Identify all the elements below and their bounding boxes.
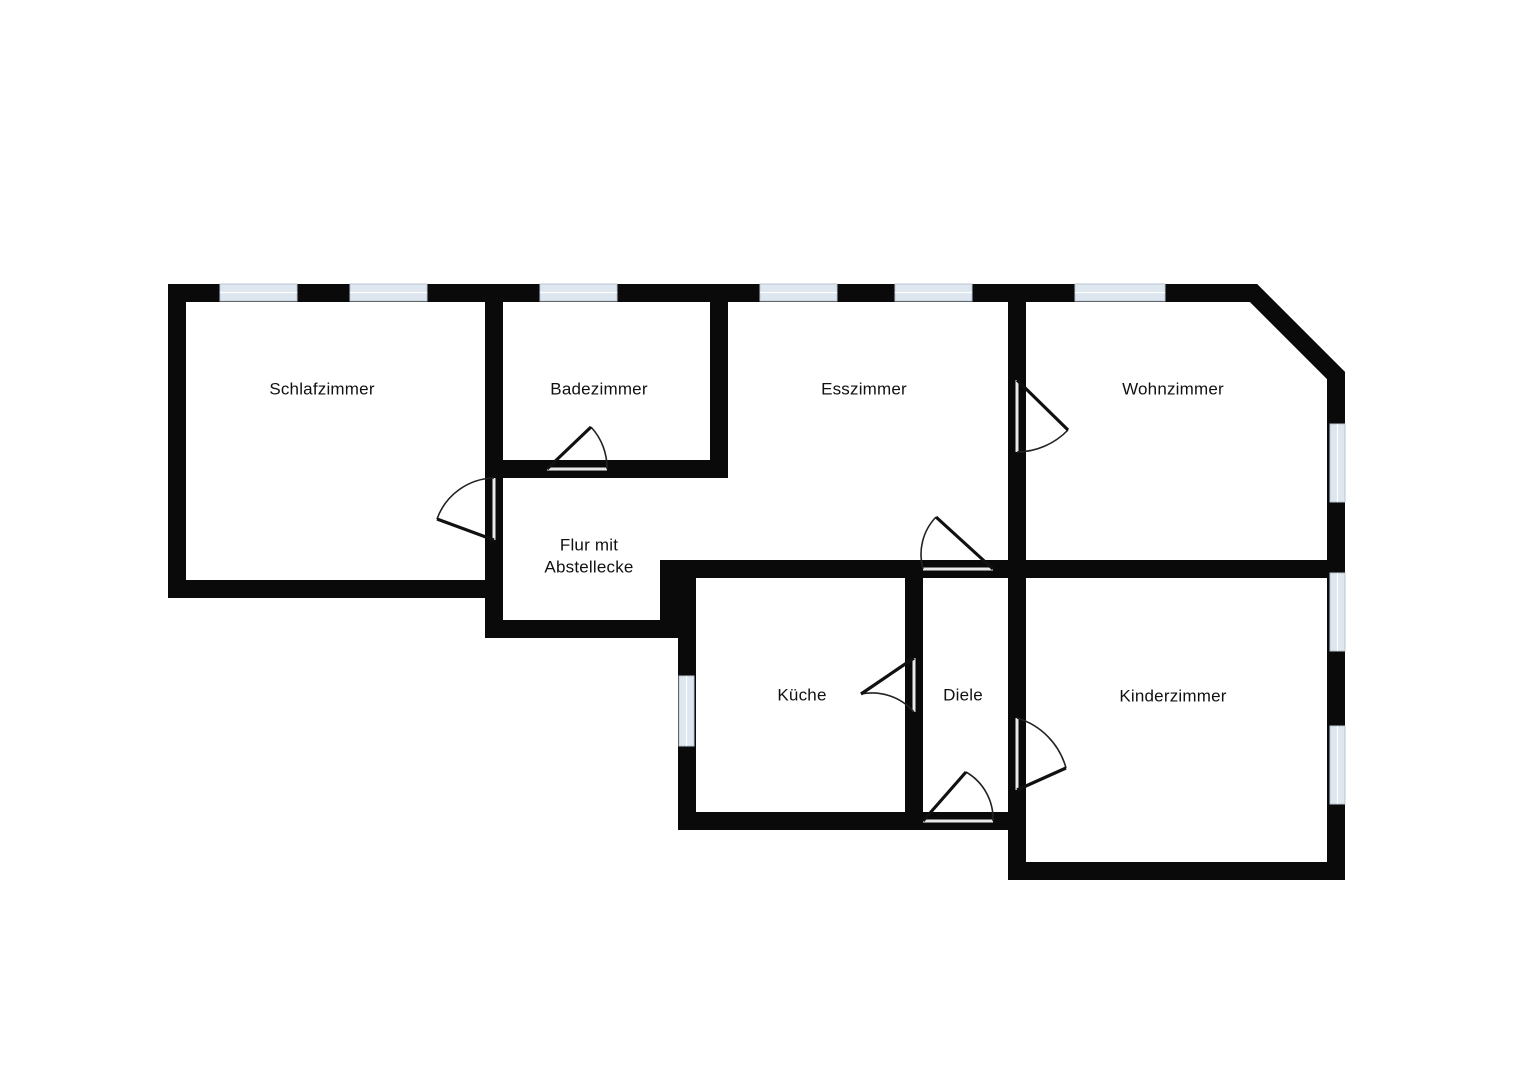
door-kueche-diele: [860, 656, 916, 713]
room-interior-esszimmer: [728, 302, 1008, 560]
wall-schlafzimmer-left: [168, 284, 186, 598]
wall-center-vertical-bottom: [1008, 790, 1026, 880]
wall-kueche-top: [678, 560, 923, 578]
room-interior-wohnzimmer: [1026, 302, 1327, 560]
window-top-1: [219, 283, 298, 302]
wall-flur-bottom: [485, 620, 696, 638]
wall-kueche-right-lower: [905, 712, 923, 830]
window-kitchen-left: [678, 675, 695, 747]
wall-center-vertical-lower: [1008, 578, 1026, 718]
door-wohnzimmer: [1015, 378, 1070, 453]
wall-center-vertical-mid: [1008, 452, 1026, 560]
wall-schlafzimmer-right: [485, 284, 503, 478]
wall-top-outer: [168, 284, 1257, 302]
window-right-3: [1329, 725, 1346, 805]
room-interior-kueche: [696, 578, 905, 812]
door-schlafzimmer: [436, 477, 496, 542]
wall-kueche-bottom: [678, 812, 923, 830]
room-interior-schlafzimmer: [186, 302, 485, 580]
window-top-2: [349, 283, 428, 302]
wall-chamfer-diagonal: [1244, 284, 1345, 385]
door-esszimmer-diele: [920, 515, 995, 571]
window-right-1: [1329, 423, 1346, 503]
window-top-3: [539, 283, 618, 302]
wall-badezimmer-right: [710, 284, 728, 478]
window-top-4: [759, 283, 838, 302]
wall-kueche-right-upper: [905, 560, 923, 658]
room-label-flur-line2: Abstellecke: [544, 557, 633, 576]
wall-center-vertical-upper: [1008, 284, 1026, 380]
room-label-schlafzimmer: Schlafzimmer: [269, 379, 375, 398]
room-label-flur-line1: Flur mit: [560, 535, 618, 554]
room-label-kinderzimmer: Kinderzimmer: [1119, 686, 1226, 705]
room-label-esszimmer: Esszimmer: [821, 379, 907, 398]
window-top-6: [1074, 283, 1166, 302]
doors-group: [436, 378, 1070, 823]
window-right-2: [1329, 572, 1346, 652]
window-top-5: [894, 283, 973, 302]
wall-badezimmer-bottom-right: [607, 460, 728, 478]
wall-badezimmer-bottom-left: [485, 460, 547, 478]
wall-kinderzimmer-bottom: [1008, 862, 1345, 880]
room-interior-kinderzimmer: [1026, 578, 1327, 862]
wall-schlafzimmer-bottom: [168, 580, 503, 598]
windows-group: [219, 283, 1346, 805]
room-label-wohnzimmer: Wohnzimmer: [1122, 379, 1224, 398]
wall-wohn-kinder-divider: [923, 560, 1327, 578]
door-kinderzimmer: [1015, 717, 1067, 792]
room-labels-group: Schlafzimmer Badezimmer Esszimmer Wohnzi…: [269, 379, 1226, 705]
room-interior-flur: [503, 478, 710, 620]
wall-structure: [168, 284, 1345, 880]
room-label-kueche: Küche: [777, 685, 826, 704]
room-label-badezimmer: Badezimmer: [550, 379, 648, 398]
door-badezimmer: [545, 425, 608, 471]
door-diele-bottom: [921, 770, 994, 823]
room-label-diele: Diele: [943, 685, 983, 704]
